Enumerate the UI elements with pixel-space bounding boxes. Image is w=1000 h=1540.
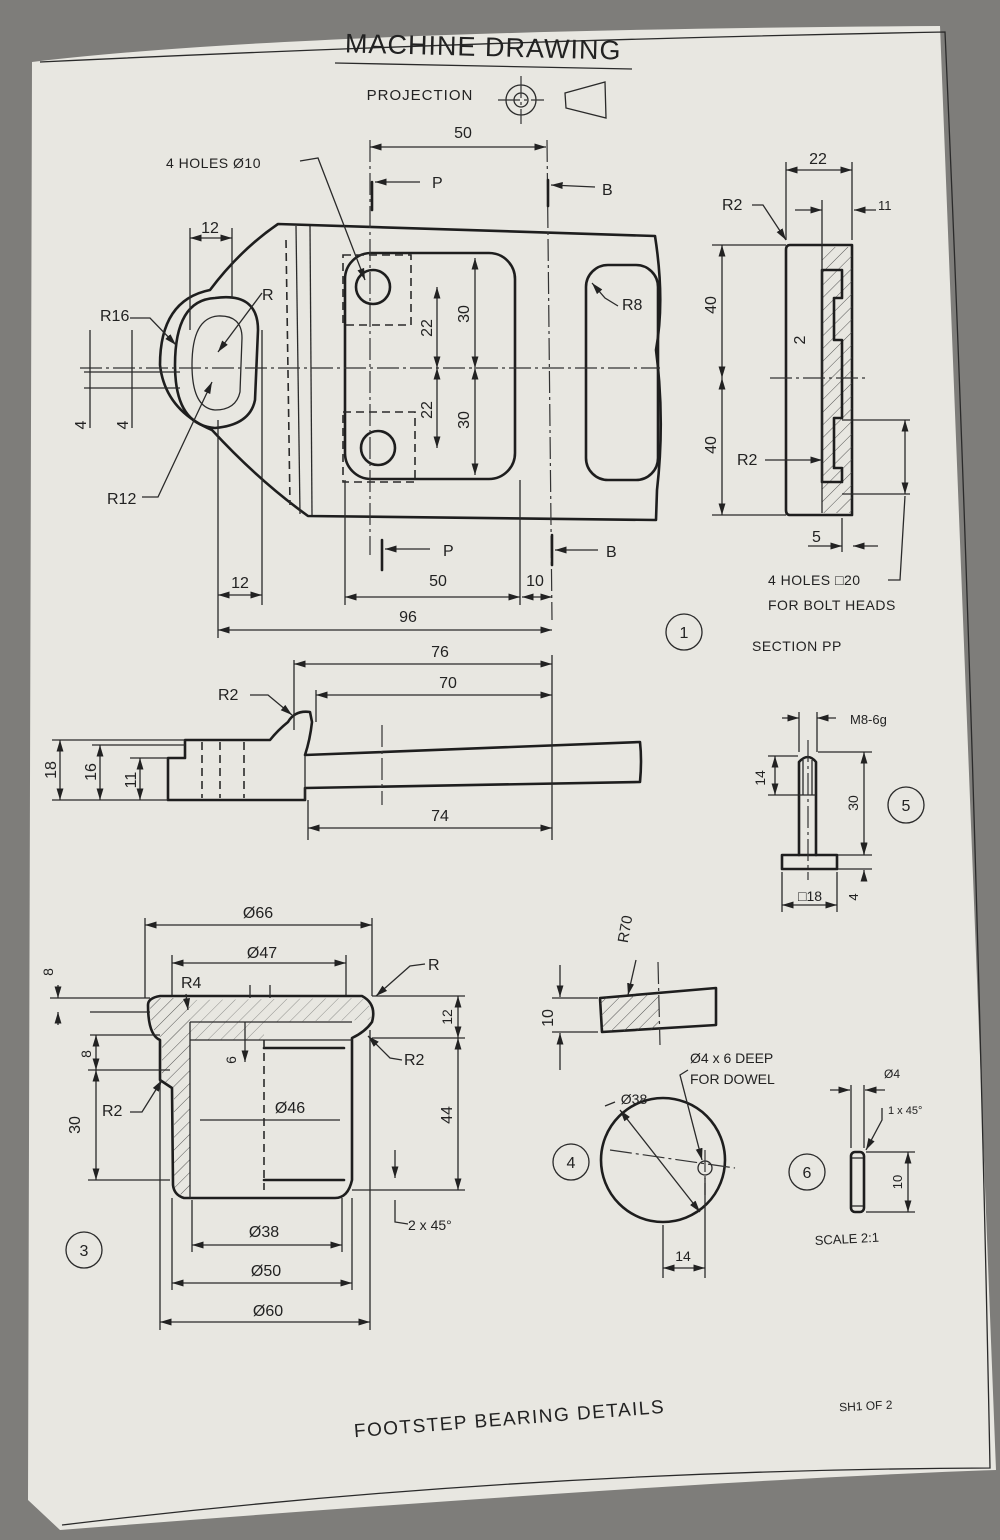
p4-radius-r70: R70	[615, 914, 637, 944]
p1-holes-note: 4 HOLES Ø10	[166, 155, 261, 171]
side-dim-11: 11	[123, 772, 140, 789]
p1-dim-50-top: 50	[454, 125, 472, 142]
p3-radius-r: R	[428, 957, 440, 974]
pp-dim-5: 5	[812, 529, 821, 546]
p3-dim-8b: 8	[78, 1050, 94, 1058]
p1-dim-30b: 30	[456, 411, 473, 429]
p4-dim-10: 10	[540, 1009, 557, 1027]
p1-dim-12-bottom: 12	[231, 575, 249, 592]
part1-side-view: 76 70 R2 18 16 11 74	[43, 644, 643, 840]
p5-dim-30: 30	[845, 795, 861, 811]
p4-dowel-note-2: FOR DOWEL	[690, 1071, 775, 1087]
svg-text:4: 4	[567, 1155, 576, 1172]
pp-dim-11: 11	[878, 198, 892, 213]
p6-dim-d4: Ø4	[884, 1067, 900, 1081]
part1-section-pp: 22 R2 11 40 40 2 R2 5 4 HOLES □20 FOR BO…	[703, 151, 910, 654]
p3-dim-d38: Ø38	[249, 1224, 279, 1241]
p1-radius-r: R	[262, 287, 274, 304]
pp-radius-r2-top: R2	[722, 197, 743, 214]
part5-id-balloon: 5	[887, 786, 925, 824]
p3-dim-12: 12	[439, 1009, 455, 1025]
p1-cut-b-bottom: B	[606, 544, 617, 561]
svg-text:5: 5	[902, 798, 911, 815]
p3-radius-r4: R4	[181, 975, 202, 992]
part5-bolt: M8-6g 14 30 4 □18	[752, 712, 887, 912]
p1-radius-r16: R16	[100, 308, 129, 325]
p3-dim-30: 30	[67, 1116, 84, 1134]
title-underline	[334, 62, 633, 70]
p3-dim-6: 6	[223, 1056, 239, 1064]
p3-dim-8a: 8	[40, 968, 56, 976]
sheet-number: SH1 OF 2	[839, 1398, 893, 1415]
pp-dim-22: 22	[809, 151, 827, 168]
side-radius-r2: R2	[218, 687, 239, 704]
p1-dim-22b: 22	[419, 401, 436, 419]
part4-pad: 10 R70 Ø38 Ø4 x 6 DEEP FOR DOWEL 14	[540, 914, 775, 1278]
part6-dowel: Ø4 1 x 45° 10 SCALE 2:1	[814, 1067, 922, 1248]
side-dim-18: 18	[43, 761, 60, 779]
p3-dim-d60: Ø60	[253, 1303, 283, 1320]
p3-chamfer: 2 x 45°	[408, 1217, 452, 1233]
p5-sq-18: □18	[798, 888, 822, 904]
p1-cut-p-top: P	[432, 175, 443, 192]
sheet-border	[39, 31, 991, 1526]
side-dim-76: 76	[431, 644, 449, 661]
part3-id-balloon: 3	[65, 1231, 103, 1269]
p3-dim-d46: Ø46	[275, 1100, 305, 1117]
p5-thread: M8-6g	[850, 712, 887, 727]
p4-dowel-note-1: Ø4 x 6 DEEP	[690, 1050, 773, 1066]
side-dim-74: 74	[431, 808, 449, 825]
p1-dim-4b: 4	[115, 420, 132, 429]
p1-dim-50-bottom: 50	[429, 573, 447, 590]
svg-text:3: 3	[80, 1243, 89, 1260]
p1-cut-p-bottom: P	[443, 543, 454, 560]
pp-dim-2: 2	[792, 335, 809, 344]
p3-dim-d50: Ø50	[251, 1263, 281, 1280]
p1-dim-30a: 30	[456, 305, 473, 323]
p1-dim-12-top: 12	[201, 220, 219, 237]
pp-dim-40a: 40	[703, 296, 720, 314]
pp-holes-note-1: 4 HOLES □20	[768, 572, 861, 588]
p6-chamfer: 1 x 45°	[888, 1105, 922, 1117]
p1-dim-96: 96	[399, 609, 417, 626]
p6-scale: SCALE 2:1	[814, 1230, 879, 1248]
part6-id-balloon: 6	[788, 1153, 826, 1191]
p4-dim-d38: Ø38	[621, 1091, 648, 1107]
sheet-title: MACHINE DRAWING	[345, 28, 622, 65]
part1-id-balloon: 1	[665, 613, 703, 651]
p1-radius-r12: R12	[107, 491, 136, 508]
part1-plan-view: P B 50 4 HOLES Ø10 12 R R16 R8 R12 22 22…	[73, 125, 663, 638]
pp-radius-r2-bottom: R2	[737, 452, 758, 469]
p1-dim-4a: 4	[73, 420, 90, 429]
pp-section-label: SECTION PP	[752, 638, 842, 654]
projection-label: PROJECTION	[367, 87, 474, 104]
p3-radius-r2-left: R2	[102, 1103, 123, 1120]
side-dim-16: 16	[83, 763, 100, 781]
svg-text:1: 1	[680, 625, 689, 642]
p6-dim-10: 10	[890, 1175, 905, 1189]
svg-text:6: 6	[803, 1165, 812, 1182]
p4-dim-14: 14	[675, 1248, 691, 1264]
p1-dim-22a: 22	[419, 319, 436, 337]
side-dim-70: 70	[439, 675, 457, 692]
pp-dim-40b: 40	[703, 436, 720, 454]
p1-radius-r8: R8	[622, 297, 643, 314]
p3-dim-44: 44	[439, 1106, 456, 1124]
part3-bush: 8 8 30 Ø66 Ø47 R4 R 12 44 6 R2 R2 Ø46	[40, 905, 465, 1330]
p5-dim-14: 14	[752, 770, 768, 786]
p1-dim-10-bottom: 10	[526, 573, 544, 590]
p5-dim-4: 4	[846, 893, 861, 900]
p3-dim-d66: Ø66	[243, 905, 273, 922]
pp-holes-note-2: FOR BOLT HEADS	[768, 597, 896, 613]
paper	[28, 26, 996, 1530]
part4-id-balloon: 4	[552, 1143, 590, 1181]
p1-cut-b-top: B	[602, 182, 613, 199]
projection-symbol-icon	[498, 76, 607, 124]
p3-dim-d47: Ø47	[247, 945, 277, 962]
p3-radius-r2-right: R2	[404, 1052, 425, 1069]
